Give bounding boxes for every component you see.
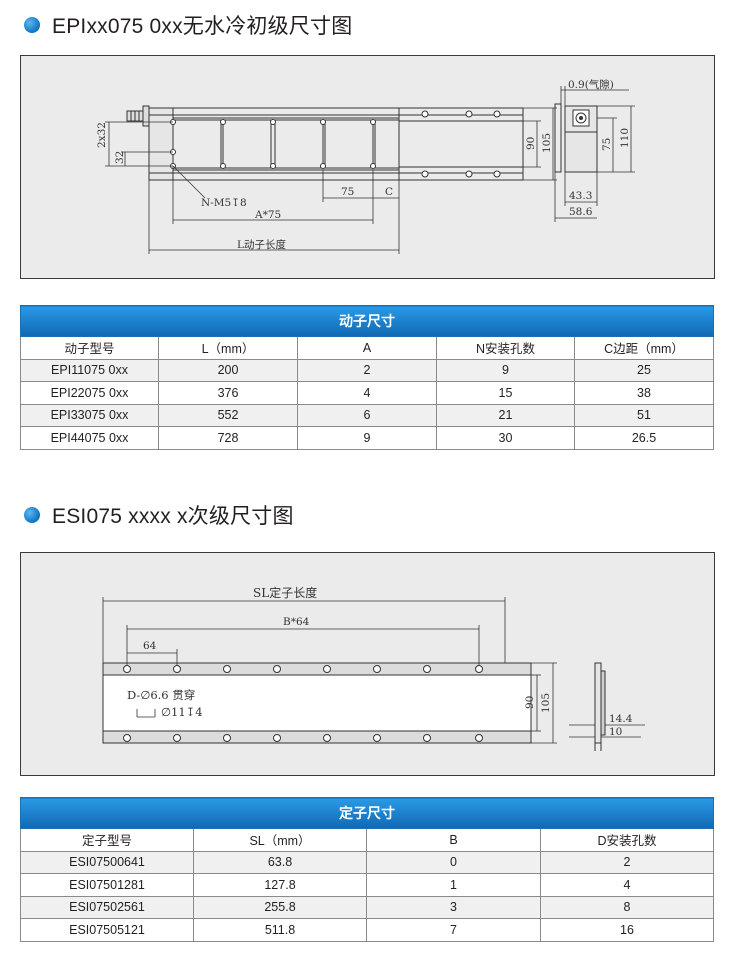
table-cell: 7 xyxy=(366,918,541,942)
dim-75: 75 xyxy=(341,186,354,198)
col-header: C边距（mm） xyxy=(573,336,715,360)
dim-90: 90 xyxy=(524,696,536,709)
mover-table-header: 动子型号 L（mm） A N安装孔数 C边距（mm） xyxy=(20,336,715,360)
table-row: EPI33075 0xx 552 6 21 51 xyxy=(20,403,715,427)
col-header: A xyxy=(297,336,437,360)
table-cell: 51 xyxy=(573,403,715,427)
table-cell: 6 xyxy=(297,403,437,427)
dim-2x32: 2x32 xyxy=(96,122,108,148)
side-10: 10 xyxy=(609,726,622,738)
table-cell: 26.5 xyxy=(573,426,715,450)
col-header: D安装孔数 xyxy=(540,828,714,852)
dim-90: 90 xyxy=(525,137,537,150)
table-cell: 4 xyxy=(540,873,714,897)
table-cell: 4 xyxy=(297,381,437,405)
table-cell: 15 xyxy=(436,381,575,405)
mover-section-title: EPIxx075 0xx无水冷初级尺寸图 xyxy=(24,10,352,40)
table-cell: 127.8 xyxy=(193,873,367,897)
table-cell: ESI07501281 xyxy=(20,873,194,897)
table-row: ESI07502561 255.8 3 8 xyxy=(20,895,714,919)
bullet-icon xyxy=(24,507,40,523)
table-cell: 21 xyxy=(436,403,575,427)
dim-32: 32 xyxy=(114,151,126,164)
table-cell: ESI07500641 xyxy=(20,850,194,874)
table-cell: 2 xyxy=(540,850,714,874)
table-cell: 3 xyxy=(366,895,541,919)
side-58-6: 58.6 xyxy=(569,206,593,218)
table-cell: 1 xyxy=(366,873,541,897)
dim-l: L动子长度 xyxy=(237,238,286,251)
side-gap: 0.9(气隙) xyxy=(568,78,614,91)
stator-table: 定子尺寸 定子型号 SL（mm） B D安装孔数 ESI07500641 63.… xyxy=(20,797,714,942)
dim-105: 105 xyxy=(541,133,553,153)
col-header: 动子型号 xyxy=(20,336,159,360)
stator-drawing: SL定子长度 B*64 64 D-∅6.6 贯穿 ∅11↧4 90 105 14… xyxy=(20,552,715,776)
table-cell: 30 xyxy=(436,426,575,450)
table-cell: 16 xyxy=(540,918,714,942)
col-header: SL（mm） xyxy=(193,828,367,852)
table-cell: 9 xyxy=(436,358,575,382)
table-cell: 0 xyxy=(366,850,541,874)
bullet-icon xyxy=(24,17,40,33)
stator-drawing-svg: SL定子长度 B*64 64 D-∅6.6 贯穿 ∅11↧4 90 105 14… xyxy=(102,585,645,751)
table-cell: 376 xyxy=(158,381,298,405)
col-header: B xyxy=(366,828,541,852)
table-cell: EPI11075 0xx xyxy=(20,358,159,382)
table-row: ESI07501281 127.8 1 4 xyxy=(20,873,714,897)
table-cell: 63.8 xyxy=(193,850,367,874)
table-cell: 38 xyxy=(573,381,715,405)
stator-table-caption: 定子尺寸 xyxy=(20,797,714,829)
side-75: 75 xyxy=(601,138,613,151)
mover-table: 动子尺寸 动子型号 L（mm） A N安装孔数 C边距（mm） EPI11075… xyxy=(19,305,715,450)
table-row: EPI44075 0xx 728 9 30 26.5 xyxy=(20,426,715,450)
table-cell: ESI07502561 xyxy=(20,895,194,919)
side-110: 110 xyxy=(619,128,631,148)
dim-nm5: N-M5↧8 xyxy=(201,197,247,209)
col-header: L（mm） xyxy=(158,336,298,360)
counterbore-spec: ∅11↧4 xyxy=(161,705,203,719)
table-row: EPI22075 0xx 376 4 15 38 xyxy=(20,381,715,405)
dim-sl: SL定子长度 xyxy=(253,585,317,600)
table-cell: 552 xyxy=(158,403,298,427)
table-row: EPI11075 0xx 200 2 9 25 xyxy=(20,358,715,382)
table-cell: 200 xyxy=(158,358,298,382)
side-43-3: 43.3 xyxy=(569,190,592,202)
table-cell: 2 xyxy=(297,358,437,382)
col-header: N安装孔数 xyxy=(436,336,575,360)
table-cell: 9 xyxy=(297,426,437,450)
table-cell: EPI22075 0xx xyxy=(20,381,159,405)
table-cell: ESI07505121 xyxy=(20,918,194,942)
table-cell: EPI44075 0xx xyxy=(20,426,159,450)
dim-64: 64 xyxy=(143,640,157,652)
col-header: 定子型号 xyxy=(20,828,194,852)
mover-drawing-svg: 2x32 32 90 105 N-M5↧8 75 C A*7 xyxy=(96,78,635,254)
dim-a75: A*75 xyxy=(254,209,281,221)
table-row: ESI07505121 511.8 7 16 xyxy=(20,918,714,942)
mover-table-caption: 动子尺寸 xyxy=(19,305,715,337)
dim-b64: B*64 xyxy=(283,616,310,628)
dim-105: 105 xyxy=(540,693,552,713)
table-cell: 255.8 xyxy=(193,895,367,919)
table-cell: 511.8 xyxy=(193,918,367,942)
stator-section-title: ESI075 xxxx x次级尺寸图 xyxy=(24,500,294,530)
table-cell: 25 xyxy=(573,358,715,382)
table-cell: EPI33075 0xx xyxy=(20,403,159,427)
table-row: ESI07500641 63.8 0 2 xyxy=(20,850,714,874)
stator-table-header: 定子型号 SL（mm） B D安装孔数 xyxy=(20,828,714,852)
hole-spec: D-∅6.6 贯穿 xyxy=(127,688,195,702)
side-14-4: 14.4 xyxy=(609,713,633,725)
dim-c: C xyxy=(385,186,393,198)
mover-drawing: 2x32 32 90 105 N-M5↧8 75 C A*7 xyxy=(20,55,715,279)
table-cell: 8 xyxy=(540,895,714,919)
table-cell: 728 xyxy=(158,426,298,450)
